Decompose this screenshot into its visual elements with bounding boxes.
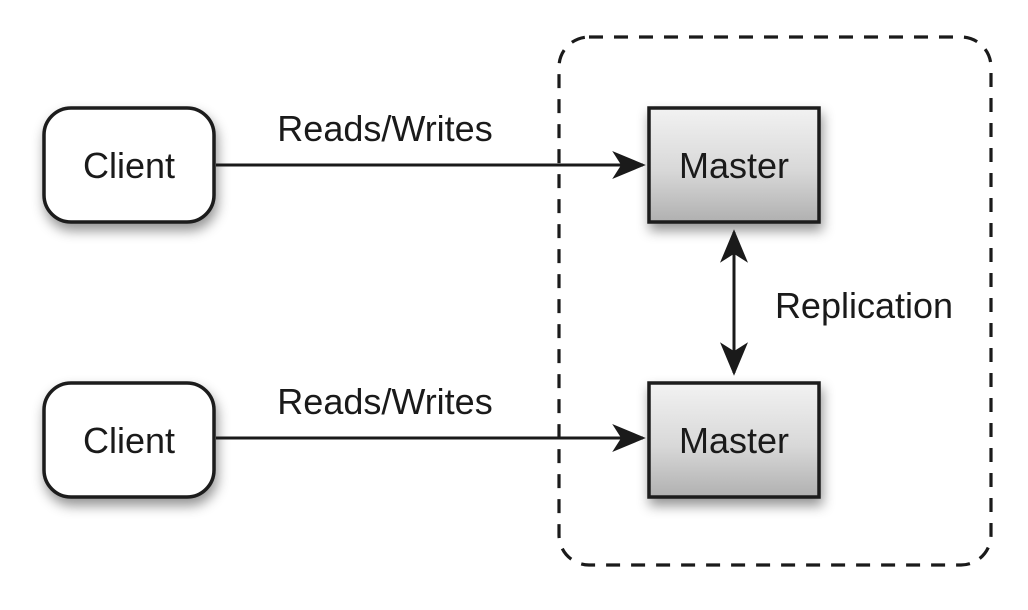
reads-writes-edge-bottom: Reads/Writes [216, 381, 646, 452]
replication-group-boundary [557, 35, 993, 567]
master-node-top-label: Master [679, 145, 789, 186]
reads-writes-edge-top: Reads/Writes [216, 108, 646, 179]
client-node-top: Client [42, 106, 216, 224]
client-node-bottom-label: Client [83, 420, 175, 461]
master-node-top-box [647, 106, 821, 224]
master-node-bottom: Master [647, 381, 821, 499]
master-node-bottom-label: Master [679, 420, 789, 461]
reads-writes-label-top: Reads/Writes [277, 108, 492, 149]
replication-edge: Replication [720, 229, 953, 376]
client-node-bottom: Client [42, 381, 216, 499]
client-node-top-box [42, 106, 216, 224]
master-node-top: Master [647, 106, 821, 224]
client-node-bottom-box [42, 381, 216, 499]
reads-writes-label-bottom: Reads/Writes [277, 381, 492, 422]
master-node-bottom-box [647, 381, 821, 499]
replication-label: Replication [775, 285, 953, 326]
client-node-top-label: Client [83, 145, 175, 186]
